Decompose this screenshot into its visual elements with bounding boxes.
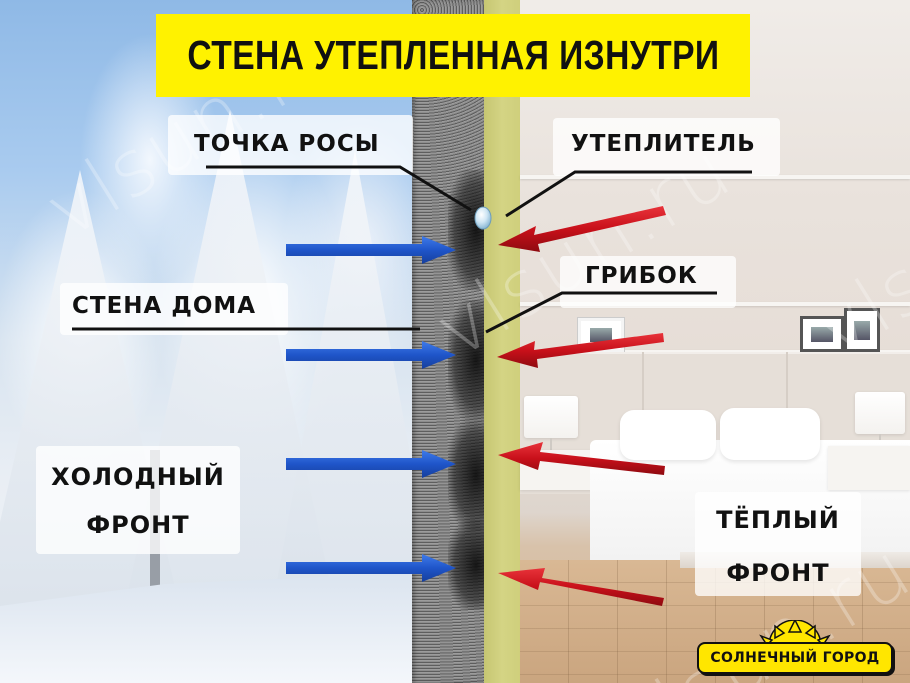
cold-front-label-line1: ХОЛОДНЫЙ bbox=[51, 463, 225, 491]
page-title: СТЕНА УТЕПЛЕННАЯ ИЗНУТРИ bbox=[186, 32, 720, 78]
outdoor-winter-background bbox=[0, 0, 440, 683]
warm-front-label-box bbox=[695, 492, 861, 596]
nightstand-right bbox=[828, 446, 910, 490]
picture-frame bbox=[578, 318, 624, 352]
warm-front-label-line1: ТЁПЛЫЙ bbox=[716, 506, 840, 534]
logo-text: СОЛНЕЧНЫЙ ГОРОД bbox=[710, 650, 880, 666]
picture-frame bbox=[844, 308, 880, 352]
picture-frame bbox=[800, 316, 844, 352]
dew-point-label: ТОЧКА РОСЫ bbox=[194, 131, 380, 157]
mold-patch bbox=[448, 420, 488, 530]
dew-point-label-box bbox=[168, 115, 413, 175]
house-wall-label: СТЕНА ДОМА bbox=[72, 293, 257, 319]
cold-front-label-box bbox=[36, 446, 240, 554]
insulation-label: УТЕПЛИТЕЛЬ bbox=[571, 131, 756, 157]
title-banner: СТЕНА УТЕПЛЕННАЯ ИЗНУТРИ bbox=[156, 14, 750, 97]
warm-front-label-line2: ФРОНТ bbox=[726, 559, 830, 587]
insulation-layer bbox=[484, 0, 520, 683]
brand-logo: СОЛНЕЧНЫЙ ГОРОД bbox=[697, 620, 895, 676]
cold-front-label-line2: ФРОНТ bbox=[86, 511, 190, 539]
lamp-left bbox=[524, 396, 578, 438]
pillow bbox=[720, 408, 820, 460]
lamp-right bbox=[855, 392, 905, 434]
insulation-label-box bbox=[553, 118, 780, 176]
fungus-label: ГРИБОК bbox=[585, 263, 698, 289]
mold-patch bbox=[448, 520, 488, 610]
logo-badge: СОЛНЕЧНЫЙ ГОРОД bbox=[697, 642, 893, 674]
nightstand-left bbox=[520, 450, 600, 490]
house-wall-label-box bbox=[60, 283, 288, 335]
pillow bbox=[620, 410, 716, 460]
mold-patch bbox=[448, 300, 488, 420]
mold-patch bbox=[448, 170, 488, 290]
